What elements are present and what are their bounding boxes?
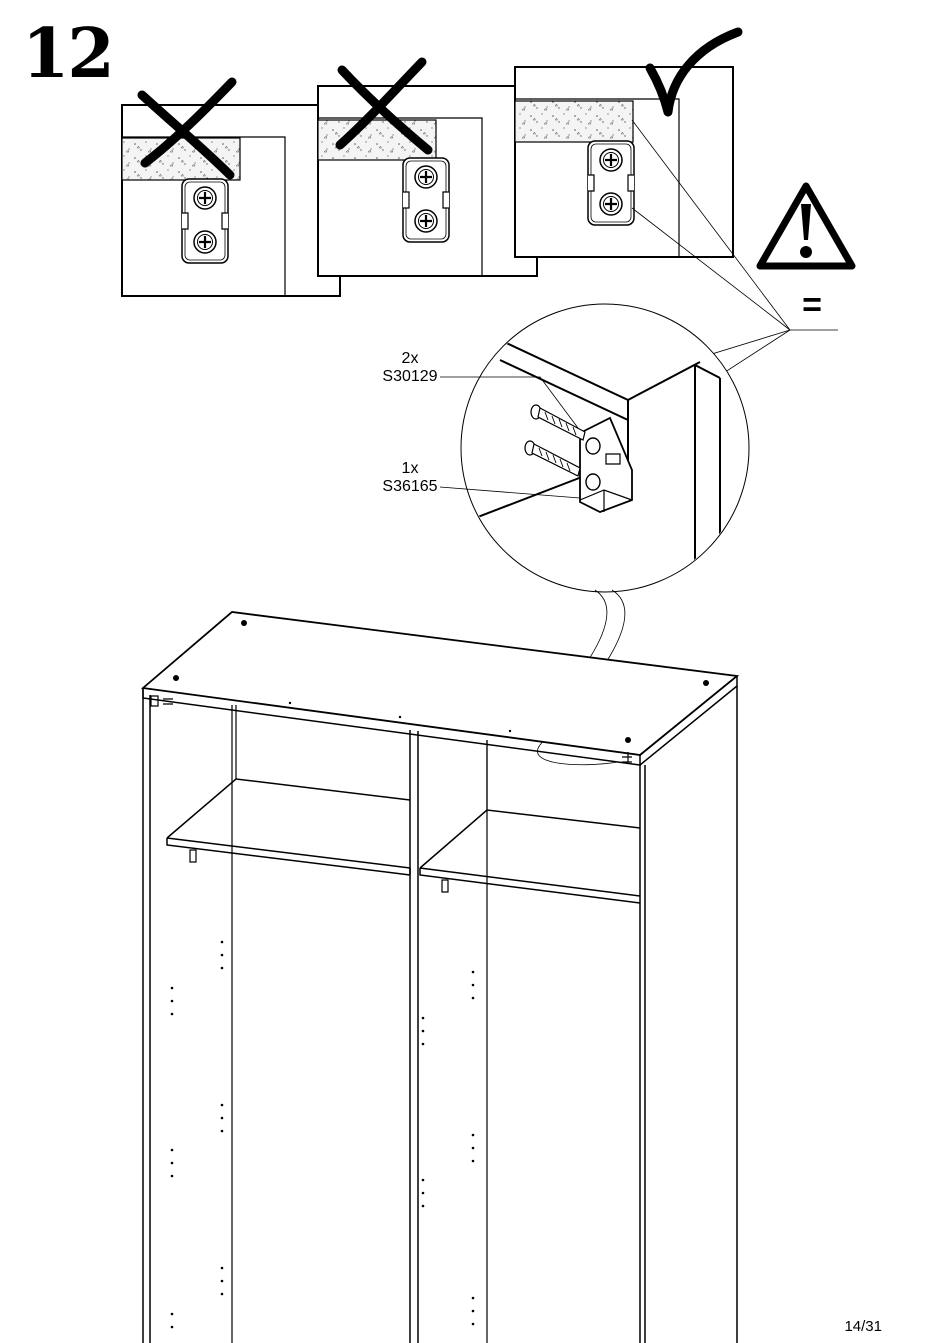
detail-panel-wrong-2 bbox=[318, 62, 537, 276]
wardrobe-carcass bbox=[143, 612, 737, 1343]
part-label-connector: 1x S36165 bbox=[370, 460, 450, 496]
detail-panel-correct bbox=[515, 32, 738, 257]
shelf-pin-holes bbox=[171, 702, 512, 1328]
detail-panel-wrong-1 bbox=[122, 82, 340, 296]
part-code: S36165 bbox=[370, 478, 450, 496]
equals-sign: = bbox=[802, 286, 822, 324]
warning-triangle-icon bbox=[760, 186, 852, 266]
part-code: S30129 bbox=[370, 368, 450, 386]
part-label-screw: 2x S30129 bbox=[370, 350, 450, 386]
part-qty: 1x bbox=[370, 460, 450, 478]
part-qty: 2x bbox=[370, 350, 450, 368]
zoom-detail-circle bbox=[461, 304, 749, 592]
page-number: 14/31 bbox=[844, 1318, 882, 1335]
